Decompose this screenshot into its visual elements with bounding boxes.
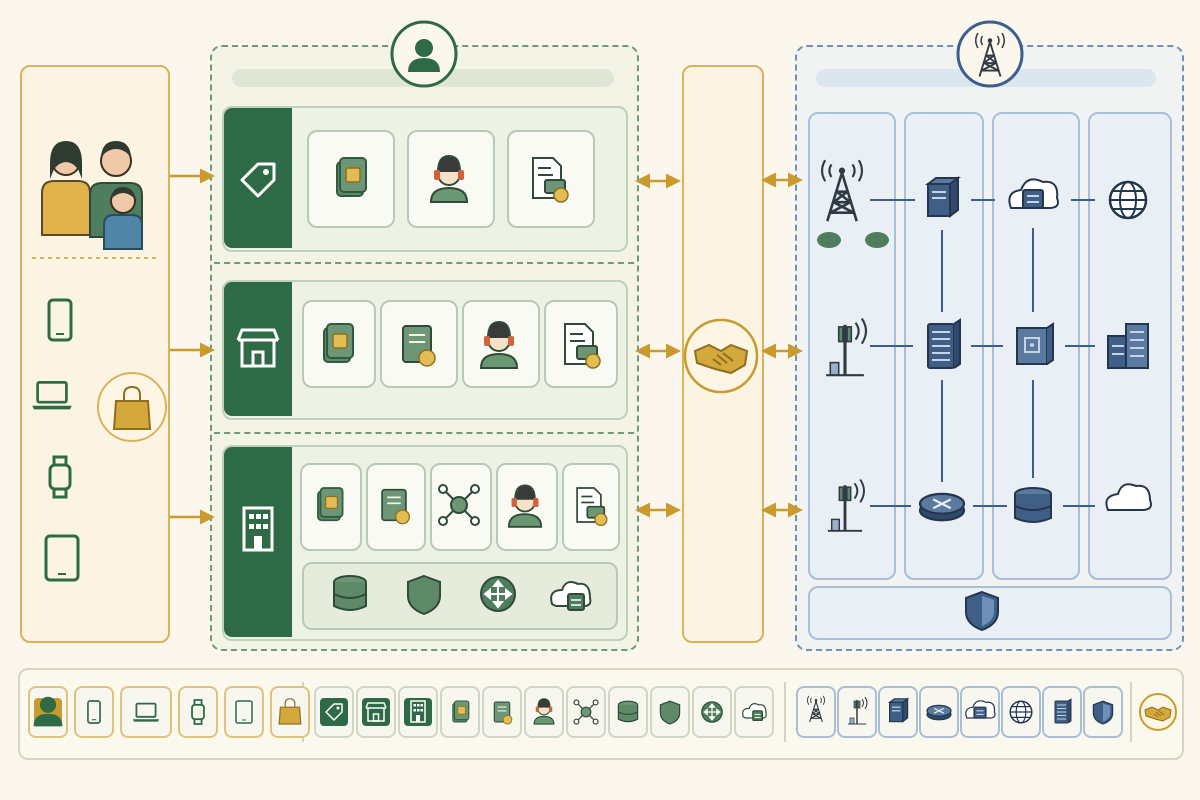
network-hub-icon	[573, 699, 599, 725]
headset-agent-icon	[533, 698, 555, 725]
legend-item-smartwatch	[178, 686, 218, 738]
retail-header-avatar	[390, 20, 458, 88]
legend-item-cell-tower	[796, 686, 836, 738]
legend-item-shield	[650, 686, 690, 738]
contract-star-icon	[493, 701, 513, 725]
antenna-icon	[847, 696, 868, 725]
cloud-server-icon	[965, 700, 996, 719]
shopping-bag-icon	[278, 698, 302, 725]
legend-item-router	[919, 686, 959, 738]
legend-icon-bg	[320, 698, 348, 726]
legend-item-database	[608, 686, 648, 738]
router-icon	[701, 701, 723, 723]
shield-icon	[659, 700, 681, 725]
laptop-icon	[131, 702, 161, 723]
server-rack-icon	[1054, 698, 1072, 724]
cloud-server-icon	[742, 702, 767, 722]
legend-item-smartphone	[74, 686, 114, 738]
smartphone-icon	[87, 700, 101, 724]
router-icon	[926, 704, 952, 721]
server-icon	[888, 698, 909, 723]
retail-divider-1	[214, 262, 634, 264]
retail-row-smb-tab	[224, 282, 292, 416]
legend-icon-bg	[362, 698, 390, 726]
retail-divider-2	[214, 432, 634, 434]
sim-card-icon	[452, 700, 470, 723]
legend-item-laptop	[120, 686, 172, 738]
tree-icon	[817, 232, 889, 248]
legend-divider	[1130, 682, 1132, 742]
offer-tile[interactable]	[562, 463, 620, 551]
cell-tower-icon	[806, 695, 826, 723]
legend-item-tablet	[224, 686, 264, 738]
partnership-badge	[683, 318, 759, 394]
legend-item-antenna	[837, 686, 877, 738]
globe-icon	[1009, 700, 1033, 724]
flow-arrows	[170, 168, 803, 525]
customer-panel-icons	[30, 140, 167, 582]
smartwatch-icon	[191, 699, 205, 725]
legend-icons	[33, 693, 1177, 731]
retail-row-consumer-tab	[224, 108, 292, 248]
offer-tile[interactable]	[462, 300, 540, 388]
database-icon	[617, 700, 639, 723]
infra-header-badge	[956, 20, 1024, 88]
shield-icon	[1092, 700, 1114, 725]
tablet-icon	[235, 700, 253, 724]
infra-icons	[817, 158, 1157, 631]
legend-divider	[784, 682, 786, 742]
